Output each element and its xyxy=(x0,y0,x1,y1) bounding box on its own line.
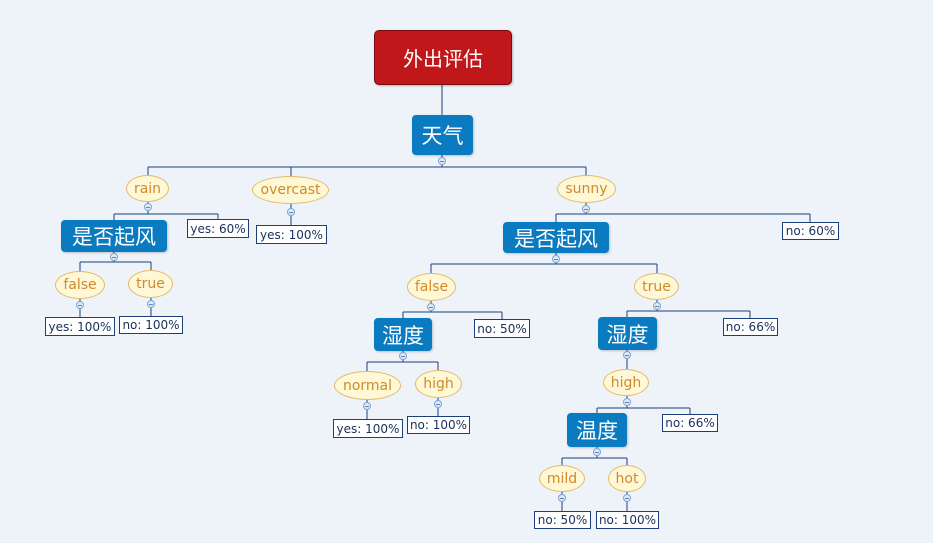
attr-node-humidity-a[interactable]: 湿度 xyxy=(374,318,432,351)
leaf-mild-no-50[interactable]: no: 50% xyxy=(534,511,591,529)
value-node-sunny[interactable]: sunny xyxy=(557,175,616,203)
leaf-normal-yes-100[interactable]: yes: 100% xyxy=(333,419,403,438)
collapse-toggle-icon[interactable] xyxy=(76,301,84,309)
collapse-toggle-icon[interactable] xyxy=(623,351,631,359)
attr-node-humidity-b[interactable]: 湿度 xyxy=(598,317,657,350)
attr-node-windy-left[interactable]: 是否起风 xyxy=(61,220,167,252)
value-node-false-left[interactable]: false xyxy=(55,271,105,299)
collapse-toggle-icon[interactable] xyxy=(427,303,435,311)
collapse-toggle-icon[interactable] xyxy=(110,253,118,261)
attr-node-windy-right[interactable]: 是否起风 xyxy=(503,222,609,253)
collapse-toggle-icon[interactable] xyxy=(623,398,631,406)
value-node-hot[interactable]: hot xyxy=(608,465,646,492)
collapse-toggle-icon[interactable] xyxy=(287,208,295,216)
value-node-high-b[interactable]: high xyxy=(603,369,649,396)
collapse-toggle-icon[interactable] xyxy=(434,400,442,408)
leaf-high-no-100[interactable]: no: 100% xyxy=(407,416,470,434)
collapse-toggle-icon[interactable] xyxy=(593,448,601,456)
collapse-toggle-icon[interactable] xyxy=(653,302,661,310)
collapse-toggle-icon[interactable] xyxy=(144,203,152,211)
value-node-mild[interactable]: mild xyxy=(539,465,585,492)
value-node-overcast[interactable]: overcast xyxy=(252,176,329,204)
leaf-rain-false-yes-100[interactable]: yes: 100% xyxy=(45,317,115,336)
leaf-sunny-no-60[interactable]: no: 60% xyxy=(782,222,839,240)
collapse-toggle-icon[interactable] xyxy=(438,157,446,165)
collapse-toggle-icon[interactable] xyxy=(552,255,560,263)
value-node-high-a[interactable]: high xyxy=(415,370,462,398)
value-node-true-left[interactable]: true xyxy=(128,270,173,298)
attr-node-weather[interactable]: 天气 xyxy=(412,115,473,155)
collapse-toggle-icon[interactable] xyxy=(363,402,371,410)
leaf-false-no-50[interactable]: no: 50% xyxy=(474,319,530,338)
leaf-true-no-66[interactable]: no: 66% xyxy=(723,318,778,336)
leaf-hot-no-100[interactable]: no: 100% xyxy=(596,511,659,529)
value-node-false-right[interactable]: false xyxy=(407,273,456,301)
root-node[interactable]: 外出评估 xyxy=(374,30,512,85)
collapse-toggle-icon[interactable] xyxy=(623,494,631,502)
leaf-rain-true-no-100[interactable]: no: 100% xyxy=(119,316,183,334)
leaf-rain-yes-60[interactable]: yes: 60% xyxy=(187,219,249,238)
value-node-normal[interactable]: normal xyxy=(334,371,401,400)
collapse-toggle-icon[interactable] xyxy=(558,494,566,502)
leaf-high-no-66[interactable]: no: 66% xyxy=(662,414,718,432)
value-node-rain[interactable]: rain xyxy=(126,175,169,202)
collapse-toggle-icon[interactable] xyxy=(147,300,155,308)
value-node-true-right[interactable]: true xyxy=(634,273,679,300)
collapse-toggle-icon[interactable] xyxy=(582,205,590,213)
attr-node-temperature[interactable]: 温度 xyxy=(567,413,627,447)
leaf-overcast-yes-100[interactable]: yes: 100% xyxy=(256,225,327,244)
collapse-toggle-icon[interactable] xyxy=(399,352,407,360)
